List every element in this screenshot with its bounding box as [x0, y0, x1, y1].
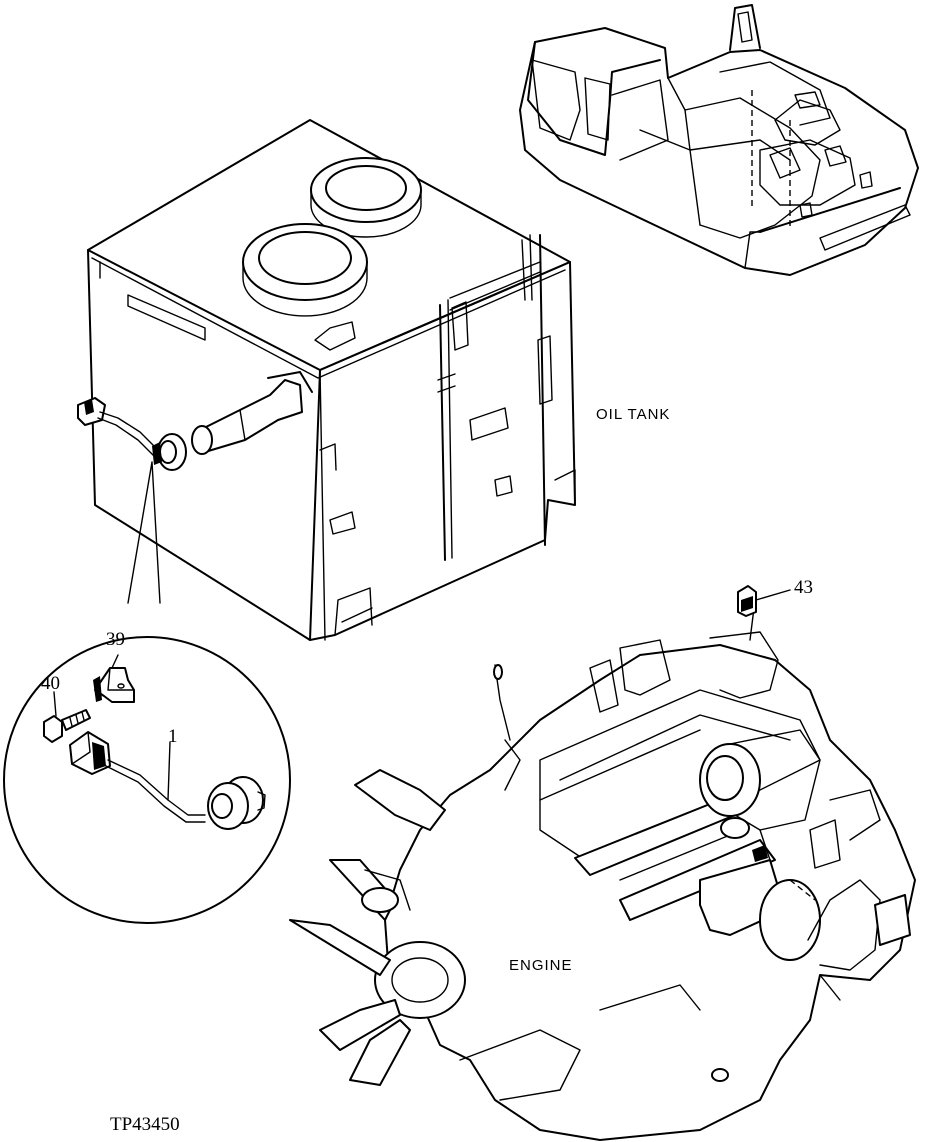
engine: [289, 585, 916, 1141]
excavator-overview: [519, 4, 919, 276]
callout-39: 39: [106, 629, 125, 650]
callout-40: 40: [41, 673, 60, 694]
oil-tank-label: OIL TANK: [596, 406, 670, 423]
detail-view: [3, 636, 291, 924]
callout-1: 1: [168, 726, 178, 747]
figure-reference: TP43450: [110, 1114, 180, 1135]
callout-43: 43: [794, 577, 813, 598]
oil-tank: [77, 119, 576, 641]
engine-label: ENGINE: [509, 957, 573, 974]
detail-leader: [127, 461, 161, 604]
